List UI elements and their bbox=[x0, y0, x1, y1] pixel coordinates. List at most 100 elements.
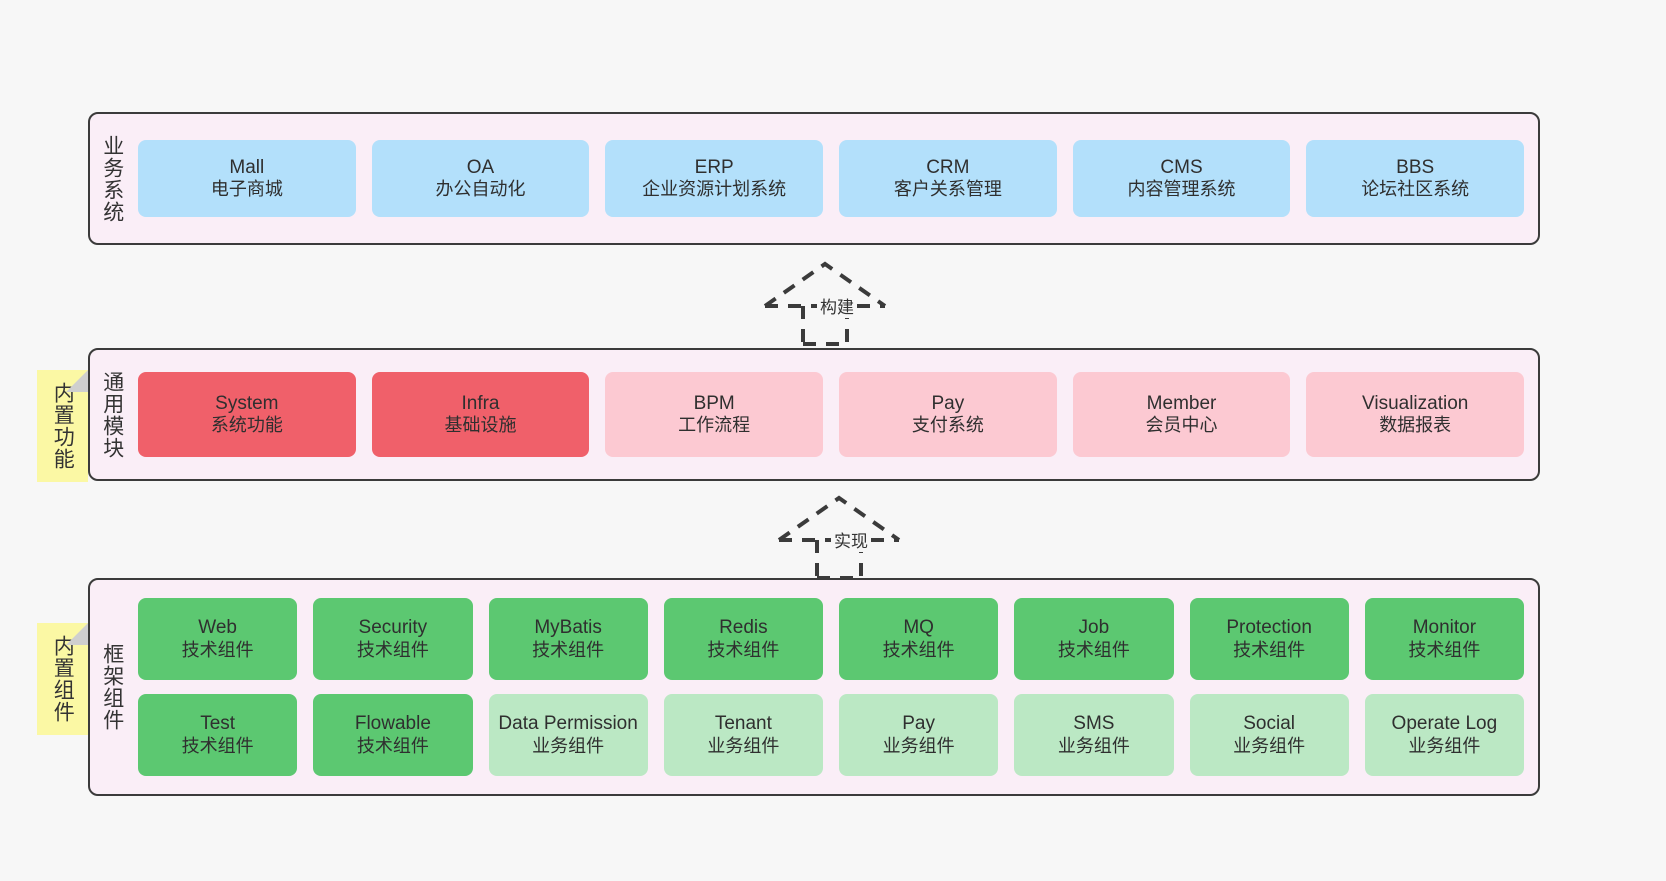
card-title: Security bbox=[358, 617, 428, 639]
card-operate-log[interactable]: Operate Log 业务组件 bbox=[1364, 694, 1524, 776]
note-fold-corner-icon bbox=[66, 623, 88, 645]
card-member[interactable]: Member 会员中心 bbox=[1072, 372, 1291, 457]
implement-arrowhead bbox=[777, 495, 901, 542]
card-subtitle: 技术组件 bbox=[707, 639, 780, 660]
card-sms[interactable]: SMS 业务组件 bbox=[1014, 694, 1174, 776]
card-title: Infra bbox=[461, 392, 500, 414]
card-monitor[interactable]: Monitor 技术组件 bbox=[1364, 598, 1524, 680]
card-tenant[interactable]: Tenant 业务组件 bbox=[663, 694, 823, 776]
card-cms[interactable]: CMS 内容管理系统 bbox=[1072, 140, 1291, 217]
note-builtin-functions: 内置功能 bbox=[37, 370, 88, 482]
card-subtitle: 技术组件 bbox=[532, 639, 605, 660]
layer-label-framework: 框架组件 bbox=[100, 643, 124, 731]
card-protection[interactable]: Protection 技术组件 bbox=[1189, 598, 1349, 680]
card-pay-module[interactable]: Pay 支付系统 bbox=[839, 372, 1057, 457]
card-system[interactable]: System 系统功能 bbox=[138, 372, 356, 457]
card-subtitle: 数据报表 bbox=[1379, 415, 1452, 436]
layer-framework-components: 框架组件 Web 技术组件 Security 技术组件 MyBatis 技术组件… bbox=[88, 578, 1540, 796]
framework-card-row-tech: Web 技术组件 Security 技术组件 MyBatis 技术组件 Redi… bbox=[138, 598, 1524, 680]
card-subtitle: 技术组件 bbox=[181, 639, 254, 660]
note-builtin-components: 内置组件 bbox=[37, 623, 88, 735]
card-oa[interactable]: OA 办公自动化 bbox=[371, 140, 590, 217]
card-title: Operate Log bbox=[1391, 713, 1498, 735]
layer-body-common: System 系统功能 Infra 基础设施 BPM 工作流程 Pay 支付系统… bbox=[134, 350, 1538, 479]
card-web[interactable]: Web 技术组件 bbox=[138, 598, 298, 680]
card-title: Mall bbox=[229, 156, 265, 178]
common-card-row: System 系统功能 Infra 基础设施 BPM 工作流程 Pay 支付系统… bbox=[138, 372, 1525, 457]
card-title: Job bbox=[1078, 617, 1110, 639]
card-subtitle: 支付系统 bbox=[911, 415, 984, 436]
layer-body-framework: Web 技术组件 Security 技术组件 MyBatis 技术组件 Redi… bbox=[134, 580, 1538, 794]
card-data-permission[interactable]: Data Permission 业务组件 bbox=[488, 694, 648, 776]
card-subtitle: 企业资源计划系统 bbox=[642, 179, 787, 200]
card-title: Member bbox=[1146, 392, 1217, 414]
card-title: Data Permission bbox=[498, 713, 638, 735]
card-title: System bbox=[215, 392, 279, 414]
card-infra[interactable]: Infra 基础设施 bbox=[371, 372, 590, 457]
card-subtitle: 业务组件 bbox=[1233, 735, 1306, 756]
card-subtitle: 技术组件 bbox=[1408, 639, 1481, 660]
business-card-row: Mall 电子商城 OA 办公自动化 ERP 企业资源计划系统 CRM 客户关系… bbox=[138, 140, 1525, 217]
build-arrowhead bbox=[763, 261, 887, 308]
card-title: MyBatis bbox=[534, 617, 602, 639]
layer-body-business: Mall 电子商城 OA 办公自动化 ERP 企业资源计划系统 CRM 客户关系… bbox=[134, 114, 1538, 243]
card-title: CMS bbox=[1160, 156, 1203, 178]
card-bpm[interactable]: BPM 工作流程 bbox=[605, 372, 824, 457]
note-label: 内置组件 bbox=[51, 635, 75, 723]
layer-business-systems: 业务系统 Mall 电子商城 OA 办公自动化 ERP 企业资源计划系统 CRM… bbox=[88, 112, 1540, 245]
card-title: Social bbox=[1243, 713, 1295, 735]
card-bbs[interactable]: BBS 论坛社区系统 bbox=[1306, 140, 1525, 217]
card-subtitle: 工作流程 bbox=[678, 415, 751, 436]
layer-label-business: 业务系统 bbox=[100, 134, 124, 223]
card-mq[interactable]: MQ 技术组件 bbox=[839, 598, 999, 680]
card-subtitle: 内容管理系统 bbox=[1127, 179, 1236, 200]
note-label: 内置功能 bbox=[51, 382, 75, 470]
card-test[interactable]: Test 技术组件 bbox=[138, 694, 298, 776]
card-erp[interactable]: ERP 企业资源计划系统 bbox=[605, 140, 824, 217]
card-subtitle: 技术组件 bbox=[882, 639, 955, 660]
card-subtitle: 业务组件 bbox=[882, 735, 955, 756]
card-pay-component[interactable]: Pay 业务组件 bbox=[839, 694, 999, 776]
note-fold-corner-icon bbox=[66, 370, 88, 392]
card-title: BBS bbox=[1396, 156, 1435, 178]
card-job[interactable]: Job 技术组件 bbox=[1014, 598, 1174, 680]
card-mybatis[interactable]: MyBatis 技术组件 bbox=[488, 598, 648, 680]
card-title: Test bbox=[200, 713, 236, 735]
card-title: BPM bbox=[693, 392, 735, 414]
card-mall[interactable]: Mall 电子商城 bbox=[138, 140, 356, 217]
card-flowable[interactable]: Flowable 技术组件 bbox=[313, 694, 473, 776]
card-redis[interactable]: Redis 技术组件 bbox=[663, 598, 823, 680]
connector-build-label: 构建 bbox=[817, 293, 857, 318]
card-subtitle: 业务组件 bbox=[1057, 735, 1130, 756]
card-subtitle: 技术组件 bbox=[356, 639, 429, 660]
framework-card-row-business: Test 技术组件 Flowable 技术组件 Data Permission … bbox=[138, 694, 1524, 776]
card-visualization[interactable]: Visualization 数据报表 bbox=[1306, 372, 1525, 457]
card-title: Monitor bbox=[1412, 617, 1477, 639]
card-crm[interactable]: CRM 客户关系管理 bbox=[839, 140, 1057, 217]
card-subtitle: 业务组件 bbox=[707, 735, 780, 756]
card-title: Web bbox=[198, 617, 237, 639]
card-subtitle: 技术组件 bbox=[356, 735, 429, 756]
card-title: MQ bbox=[903, 617, 934, 639]
connector-build: 构建 bbox=[755, 256, 925, 346]
card-subtitle: 客户关系管理 bbox=[893, 179, 1002, 200]
card-title: CRM bbox=[926, 156, 970, 178]
layer-common-modules: 通用模块 System 系统功能 Infra 基础设施 BPM 工作流程 Pay… bbox=[88, 348, 1540, 481]
layer-label-common: 通用模块 bbox=[100, 370, 124, 459]
card-subtitle: 业务组件 bbox=[532, 735, 605, 756]
card-security[interactable]: Security 技术组件 bbox=[313, 598, 473, 680]
card-title: Redis bbox=[719, 617, 768, 639]
card-title: SMS bbox=[1073, 713, 1115, 735]
card-title: Flowable bbox=[354, 713, 431, 735]
connector-implement: 实现 bbox=[769, 490, 939, 580]
connector-implement-label: 实现 bbox=[831, 527, 871, 552]
card-subtitle: 论坛社区系统 bbox=[1361, 179, 1470, 200]
card-subtitle: 技术组件 bbox=[1233, 639, 1306, 660]
card-title: Pay bbox=[902, 713, 935, 735]
card-subtitle: 系统功能 bbox=[210, 415, 283, 436]
card-title: Pay bbox=[931, 392, 965, 414]
card-subtitle: 会员中心 bbox=[1145, 415, 1218, 436]
card-title: Protection bbox=[1226, 617, 1312, 639]
card-social[interactable]: Social 业务组件 bbox=[1189, 694, 1349, 776]
